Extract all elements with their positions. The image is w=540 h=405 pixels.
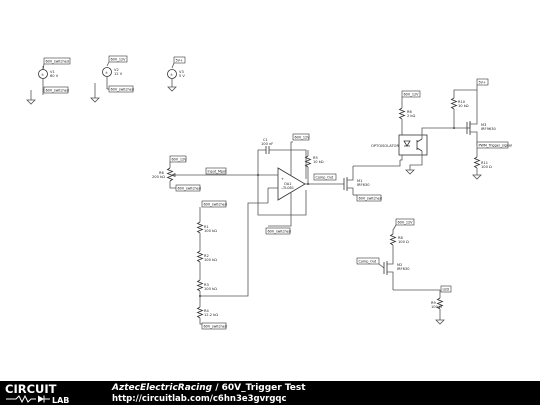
optoisolator-label: OPTOISOLATOR [371,144,399,148]
net-label: 60V_12V [398,220,414,224]
component-value: 5 V [179,74,185,78]
mosfet-m2: 60V_12V R8 100 Ω Comp_Out M2 IRF630 LED … [356,218,452,325]
logo-bottom-text: LAB [52,396,69,404]
component-ref: R9 [431,301,436,305]
divider-chain: 60V_switched R1 100 kΩ R2 100 kΩ R3 100 … [196,200,268,330]
net-label: Input_Mpot [208,169,228,173]
net-label: 60V_switched [359,196,382,200]
net-label: 60V_switched [111,87,134,91]
schematic-canvas: .w { stroke: #555; stroke-width: 0.8; fi… [26,55,512,330]
component-ref: R6 [159,171,164,175]
source-v3: 5V+ ± V3 5 V [167,56,185,92]
component-value: 200 kΩ [152,175,165,179]
author-link[interactable]: AztecElectricRacing [112,383,213,393]
net-label: 5V+ [479,80,486,84]
component-ref: R11 [481,161,488,165]
net-label: Comp_Out [359,259,377,263]
component-value: 100 kΩ [204,229,217,233]
component-value: 10 kΩ [313,160,324,164]
svg-text:±: ± [170,73,173,77]
net-label: 60V_12V [111,57,127,61]
net-label: 5V+ [176,58,183,62]
footer-bar: CIRCUIT LAB AztecElectricRacing / 60V_Tr… [0,381,540,405]
component-ref: M2 [397,263,402,267]
component-ref: R1 [204,225,209,229]
component-ref: V2 [114,68,119,72]
net-label: PWM_Trigger_signal [479,143,512,147]
component-value: 100 Ω [481,165,492,169]
component-ref: R10 [458,100,466,104]
circuit-title: AztecElectricRacing / 60V_Trigger Test [112,383,306,393]
mosfet-m3: 5V+ R10 10 kΩ M3 IRF9630 PWM_Trigger_sig… [450,78,512,180]
source-v1: 60V_switched ± V1 60 V 60V_switched [26,57,71,105]
svg-text:−: − [281,187,284,191]
component-value: 100 nF [261,142,273,146]
component-ref: R4 [204,309,209,313]
component-value: 100 Ω [398,240,409,244]
component-ref: R6 [407,110,412,114]
component-ref: R3 [204,283,209,287]
net-label: 60V_switched [46,88,69,92]
component-value: 100 kΩ [204,287,217,291]
component-ref: C1 [263,138,268,142]
component-value: 100 Ω [431,305,442,309]
net-label: 60V_12V [172,157,188,161]
net-label: 60V_switched [46,59,69,63]
net-label: 60V_switched [178,186,201,190]
component-ref: R2 [204,254,209,258]
net-label: Comp_Out [316,175,334,179]
component-value: 10 kΩ [458,104,469,108]
component-ref: V3 [179,70,184,74]
component-value: TL081 [282,186,294,190]
component-ref: M3 [481,123,486,127]
opamp-stage: C1 100 nF + − OA1 TL081 60V_12V 60V_swit… [206,133,337,235]
component-value: IRF9630 [481,127,496,131]
net-label: LED [443,287,450,291]
component-value: 12 V [114,72,123,76]
component-ref: R5 [313,156,318,160]
net-label: 60V_switched [204,324,227,328]
logo-top-text: CIRCUIT [5,382,57,396]
component-ref: OA1 [284,182,292,186]
net-label: 60V_12V [295,135,311,139]
svg-text:+: + [281,177,284,181]
component-ref: V1 [50,70,55,74]
optoisolator: 60V_12V R6 2 kΩ OPTOISOLATOR [371,90,470,175]
component-value: 60 V [50,74,59,78]
mosfet-m1: M1 IRF630 60V_switched [314,160,401,202]
source-v2: 60V_12V ± V2 12 V 60V_switched [90,55,134,103]
component-ref: R8 [398,236,403,240]
component-value: IRF630 [357,183,370,187]
component-value: 100 kΩ [204,258,217,262]
net-label: 60V_12V [404,92,420,96]
circuitlab-logo[interactable]: CIRCUIT LAB [4,382,108,404]
net-label: 60V_switched [268,229,291,233]
component-value: 2 kΩ [407,114,416,118]
circuit-name: 60V_Trigger Test [221,383,306,393]
svg-text:±: ± [105,71,108,75]
net-label: 60V_switched [204,202,227,206]
component-value: IRF630 [397,267,410,271]
title-separator: / [212,383,222,393]
circuit-url[interactable]: http://circuitlab.com/c6hn3e3gvrgqc [112,394,287,404]
svg-text:±: ± [41,73,44,77]
component-ref: M1 [357,179,362,183]
component-value: 12.2 kΩ [204,313,218,317]
potentiometer: 60V_12V R6 200 kΩ 60V_switched Input_Mpo… [152,155,228,192]
